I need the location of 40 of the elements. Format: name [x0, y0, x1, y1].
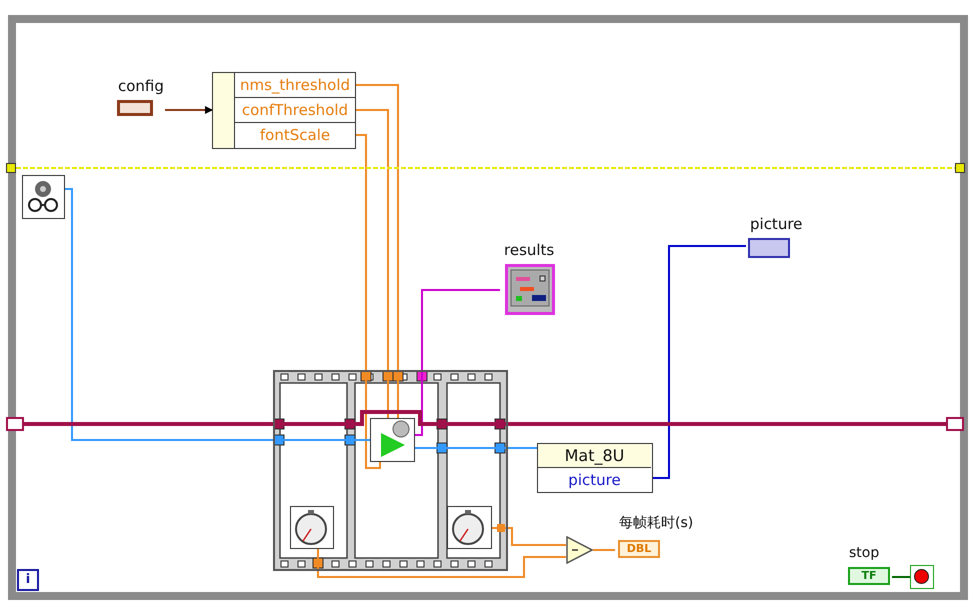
- stop-button-icon: [910, 565, 934, 589]
- indicator-label: results: [504, 242, 554, 258]
- stopwatch-icon: [447, 506, 492, 549]
- wire: [892, 576, 910, 578]
- wire: [492, 527, 566, 546]
- wire: [65, 188, 370, 441]
- wire: [415, 289, 500, 436]
- field-label: confThreshold: [235, 98, 355, 123]
- wire: [653, 245, 746, 479]
- field-label: nms_threshold: [235, 73, 355, 98]
- while-loop-frame: [8, 15, 968, 600]
- wire-tunnel: [955, 163, 965, 173]
- camera-icon: [22, 175, 65, 219]
- stopwatch-icon: [290, 506, 334, 549]
- wire: [356, 84, 399, 418]
- wire: [356, 134, 381, 469]
- indicator-terminal: DBL: [618, 540, 660, 558]
- terminal-label: config: [118, 78, 164, 94]
- indicator-label: 每帧耗时(s): [619, 515, 694, 531]
- wire: [317, 549, 566, 578]
- shift-register: [6, 417, 24, 431]
- iteration-terminal: i: [17, 569, 39, 591]
- function-icon: [370, 418, 415, 462]
- wire: [593, 549, 615, 551]
- property-node: [537, 443, 653, 493]
- wire-tunnel: [6, 163, 16, 173]
- wire: [16, 167, 955, 169]
- indicator-terminal: TF: [848, 567, 890, 585]
- shift-register: [946, 417, 964, 431]
- field-label: fontScale: [258, 125, 332, 146]
- wire: [356, 109, 389, 418]
- indicator-label: picture: [750, 216, 802, 232]
- wire: [24, 410, 946, 426]
- property-row-text: picture: [567, 470, 622, 491]
- wire: [415, 447, 537, 449]
- indicator-label: stop: [849, 545, 880, 561]
- property-header: Mat_8U: [538, 444, 651, 468]
- wire: [165, 106, 213, 114]
- unbundle-node: [212, 72, 356, 149]
- subtract-triangle: [566, 536, 593, 564]
